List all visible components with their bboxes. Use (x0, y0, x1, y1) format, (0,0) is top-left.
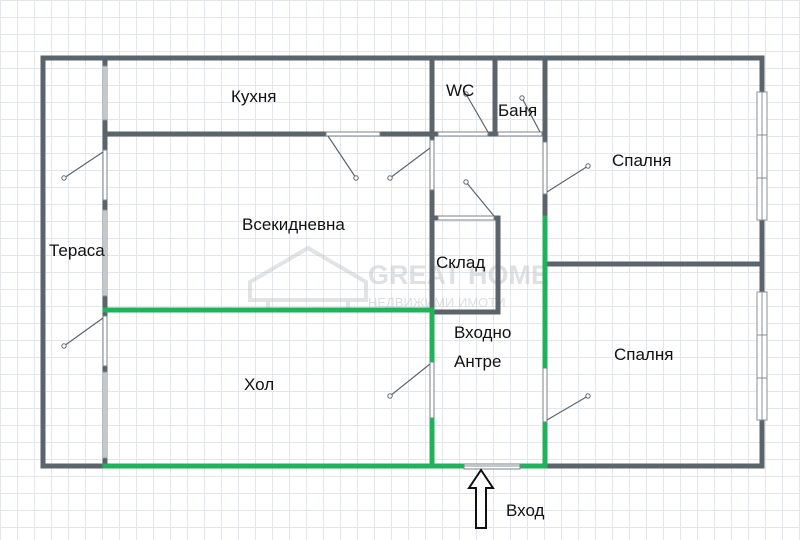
door-bathroom (497, 95, 543, 137)
label-entrance: Вход (506, 501, 545, 520)
label-wc: WC (446, 81, 474, 100)
watermark: GREAT HOME НЕДВИЖИМИ ИМОТИ (248, 245, 549, 312)
door-hall (387, 361, 435, 419)
door-entrance (463, 463, 521, 470)
label-bedroom-2: Спалня (614, 345, 673, 364)
door-terrace-living (61, 149, 108, 201)
label-entrance-hall-line2: Антре (454, 352, 501, 371)
window-bedroom-1 (756, 91, 768, 221)
label-kitchen: Кухня (231, 87, 277, 106)
door-wc (437, 91, 489, 137)
windows (102, 65, 768, 459)
entrance-arrow-icon (467, 468, 495, 529)
label-hall: Хол (244, 375, 274, 394)
watermark-house-icon (248, 245, 368, 312)
door-terrace-hall (61, 315, 108, 367)
label-living-room: Всекидневна (242, 215, 345, 234)
doors (61, 91, 591, 470)
door-kitchen (325, 131, 381, 181)
window-bedroom-2 (756, 291, 768, 421)
window-kitchen (102, 65, 108, 121)
label-terrace: Тераса (49, 241, 105, 260)
label-bathroom: Баня (498, 101, 537, 120)
door-living-corridor (387, 139, 435, 191)
label-storage: Склад (436, 253, 485, 272)
window-living (102, 209, 108, 297)
door-storage (437, 179, 495, 221)
label-bedroom-1: Спалня (612, 151, 671, 170)
label-entrance-hall-line1: Входно (454, 323, 511, 342)
watermark-brand: GREAT HOME (368, 260, 549, 290)
room-labels: Кухня WC Баня Всекидневна Тераса Склад Х… (49, 81, 673, 520)
door-bedroom-2 (542, 367, 591, 423)
watermark-tagline: НЕДВИЖИМИ ИМОТИ (368, 295, 506, 310)
door-bedroom-1 (542, 141, 591, 195)
window-hall (102, 371, 108, 459)
